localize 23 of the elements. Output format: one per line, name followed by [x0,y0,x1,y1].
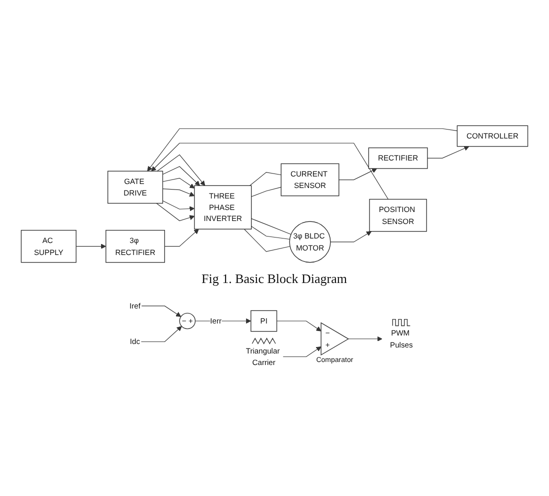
arrow [156,154,206,186]
arrow [164,229,199,247]
arrow [141,306,182,318]
arrow [330,231,372,242]
arrow [338,168,378,180]
arrow [162,178,195,189]
arrow [162,200,195,212]
connector [251,226,290,240]
arrow [276,320,322,332]
arrow [156,203,195,222]
connector [251,187,282,198]
connector [251,218,292,235]
arrow [147,128,458,172]
arrow [151,143,388,200]
figure-caption: Fig 1. Basic Block Diagram [202,271,348,288]
arrow [348,336,382,342]
arrow [140,326,182,342]
arrow [76,244,106,250]
arrow [282,346,322,358]
arrow [427,146,470,159]
arrow [162,166,200,186]
arrow [162,188,195,197]
connector [250,172,282,186]
